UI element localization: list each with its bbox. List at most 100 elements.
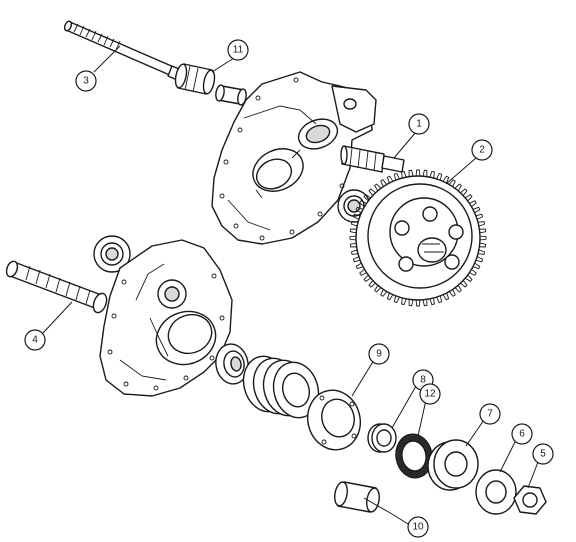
gear-tooth xyxy=(380,289,388,297)
gear-tooth xyxy=(415,169,421,177)
gear-tooth xyxy=(469,200,477,208)
part-retainer-plate xyxy=(307,389,361,451)
gear-tooth xyxy=(352,256,361,263)
part-upper-housing xyxy=(211,71,377,245)
callout-12-label: 12 xyxy=(424,389,436,400)
gear-tooth xyxy=(436,295,443,304)
gear-tooth xyxy=(415,299,421,307)
gear-tooth xyxy=(368,188,376,196)
part-pinion-shaft xyxy=(340,145,405,173)
callout-2-label: 2 xyxy=(479,145,485,156)
gear-tooth xyxy=(448,289,456,297)
gear-tooth xyxy=(477,221,486,227)
callout-4: 4 xyxy=(24,329,46,351)
gear-tooth xyxy=(401,297,407,306)
gear-tooth xyxy=(393,295,400,304)
callout-9-label: 9 xyxy=(376,349,382,360)
part-disc-pack xyxy=(242,355,320,419)
gear-tooth xyxy=(454,183,462,192)
gear-tooth xyxy=(472,262,481,270)
gear-tooth xyxy=(374,183,382,192)
gear-tooth xyxy=(355,206,364,214)
part-bushing-lower xyxy=(334,481,380,513)
callout-3-label: 3 xyxy=(83,76,89,87)
callout-5: 5 xyxy=(532,443,554,465)
gear-tooth xyxy=(429,170,435,179)
callout-5-label: 5 xyxy=(540,449,546,460)
gear-tooth xyxy=(464,194,473,202)
part-bushing xyxy=(215,84,247,106)
gear-tooth xyxy=(380,179,388,187)
gear-tooth xyxy=(479,235,487,241)
part-sleeve xyxy=(174,63,216,95)
gear-tooth xyxy=(352,213,361,220)
gear-tooth xyxy=(436,172,443,181)
gear-tooth xyxy=(429,297,435,306)
gear-tooth xyxy=(479,228,487,234)
gear-tooth xyxy=(363,274,372,282)
gear-tooth xyxy=(350,249,359,255)
callout-6-label: 6 xyxy=(519,429,525,440)
callout-10-label: 10 xyxy=(412,522,424,533)
gear-tooth xyxy=(477,249,486,255)
part-thin-washer xyxy=(475,469,517,515)
gear-tooth xyxy=(475,213,484,220)
gear-tooth xyxy=(359,200,367,208)
gear-tooth xyxy=(408,299,414,307)
callout-11-label: 11 xyxy=(233,45,244,56)
gear-tooth xyxy=(469,268,477,276)
part-bearing-lower xyxy=(215,343,249,385)
gear-tooth xyxy=(472,206,481,214)
gear-tooth xyxy=(355,262,364,270)
gear-tooth xyxy=(349,242,357,248)
gear-tooth xyxy=(359,268,367,276)
gear-tooth xyxy=(363,194,372,202)
gear-tooth xyxy=(448,179,456,187)
callout-9: 9 xyxy=(368,343,390,365)
callout-11: 11 xyxy=(227,39,249,61)
part-race xyxy=(367,423,397,453)
leader-lines xyxy=(41,45,539,515)
gear-tooth xyxy=(422,299,428,307)
gear-tooth xyxy=(386,292,394,301)
part-thick-washer xyxy=(427,439,479,491)
part-seal-ring xyxy=(395,433,433,479)
gear-tooth xyxy=(349,235,357,241)
callout-1-label: 1 xyxy=(416,119,422,130)
gear-tooth xyxy=(386,175,394,184)
callout-4-label: 4 xyxy=(32,335,38,346)
gear-tooth xyxy=(454,284,462,293)
callout-3: 3 xyxy=(75,70,97,92)
callout-12: 12 xyxy=(419,383,441,405)
gear-tooth xyxy=(393,172,400,181)
gear-tooth xyxy=(460,188,468,196)
callout-8-label: 8 xyxy=(420,375,426,386)
gear-tooth xyxy=(442,292,450,301)
callout-2: 2 xyxy=(471,139,493,161)
gear-tooth xyxy=(464,274,473,282)
part-output-shaft xyxy=(5,260,108,314)
gear-tooth xyxy=(479,242,487,248)
callout-7: 7 xyxy=(479,403,501,425)
gear-tooth xyxy=(460,280,468,288)
callout-1: 1 xyxy=(408,113,430,135)
part-lower-housing xyxy=(99,239,233,397)
gear-tooth xyxy=(401,170,407,179)
callout-7-label: 7 xyxy=(487,409,493,420)
gear-tooth xyxy=(349,228,357,234)
gear-tooth xyxy=(422,169,428,177)
gear-tooth xyxy=(350,221,359,227)
gear-tooth xyxy=(408,169,414,177)
callout-6: 6 xyxy=(511,423,533,445)
callout-10: 10 xyxy=(407,516,429,538)
part-hex-nut xyxy=(513,485,547,515)
gear-tooth xyxy=(374,284,382,293)
part-spur-gear xyxy=(349,169,487,307)
part-bearing-left xyxy=(93,235,131,273)
gear-tooth xyxy=(475,256,484,263)
leader-10-tail xyxy=(391,513,409,525)
gear-tooth xyxy=(442,175,450,184)
gear-tooth xyxy=(368,280,376,288)
